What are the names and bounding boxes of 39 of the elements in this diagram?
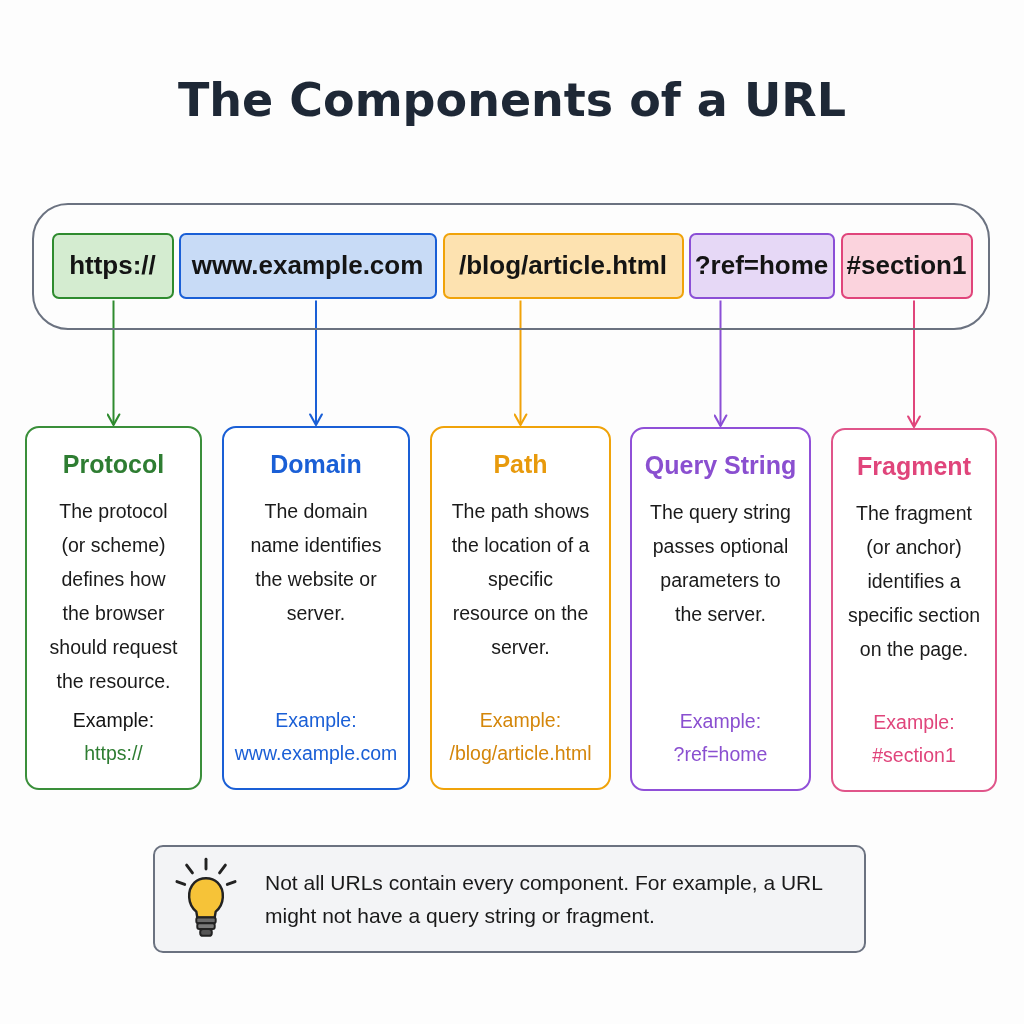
card-description: The protocol (or scheme) defines how the browser should request the resource. xyxy=(48,499,179,694)
component-card xyxy=(25,426,202,790)
example-value: #section1 xyxy=(872,743,956,768)
url-segment: ?ref=home xyxy=(688,232,835,299)
example-value: https:// xyxy=(84,741,143,766)
component-card xyxy=(430,426,611,790)
card-description: The query string passes optional parameters to the server. xyxy=(649,500,792,627)
arrow xyxy=(713,299,728,428)
url-segment: /blog/article.html xyxy=(442,232,684,299)
card-heading: Fragment xyxy=(857,451,971,482)
example-label: Example: xyxy=(275,708,357,733)
component-card xyxy=(831,428,997,792)
url-segment: https:// xyxy=(51,232,174,299)
example-label: Example: xyxy=(679,709,762,734)
arrow xyxy=(309,299,323,427)
card-description: The domain name identifies the website or server. xyxy=(249,499,383,626)
url-segment: www.example.com xyxy=(178,232,437,299)
card-heading: Domain xyxy=(270,449,362,480)
arrow xyxy=(513,299,528,427)
diagram-title: The Components of a URL xyxy=(178,72,846,128)
arrow xyxy=(106,299,121,427)
note-text: Not all URLs contain every component. For example, a URL might not have a query string or fragment. xyxy=(265,870,824,929)
example-label: Example: xyxy=(873,710,955,735)
example-value: /blog/article.html xyxy=(449,741,592,766)
card-heading: Path xyxy=(493,449,548,480)
card-description: The fragment (or anchor) identifies a specific section on the page. xyxy=(846,501,982,662)
example-label: Example: xyxy=(72,708,155,733)
example-label: Example: xyxy=(479,708,562,733)
note-box xyxy=(153,845,866,953)
card-description: The path shows the location of a specific resource on the server. xyxy=(451,499,590,660)
card-heading: Protocol xyxy=(62,449,165,480)
card-heading: Query String xyxy=(644,450,797,481)
url-bar xyxy=(32,203,990,330)
example-value: ?ref=home xyxy=(673,742,768,767)
example-value: www.example.com xyxy=(234,741,398,766)
arrow xyxy=(907,299,921,429)
url-segment: #section1 xyxy=(840,232,973,299)
component-card xyxy=(222,426,410,790)
component-card xyxy=(630,427,811,791)
